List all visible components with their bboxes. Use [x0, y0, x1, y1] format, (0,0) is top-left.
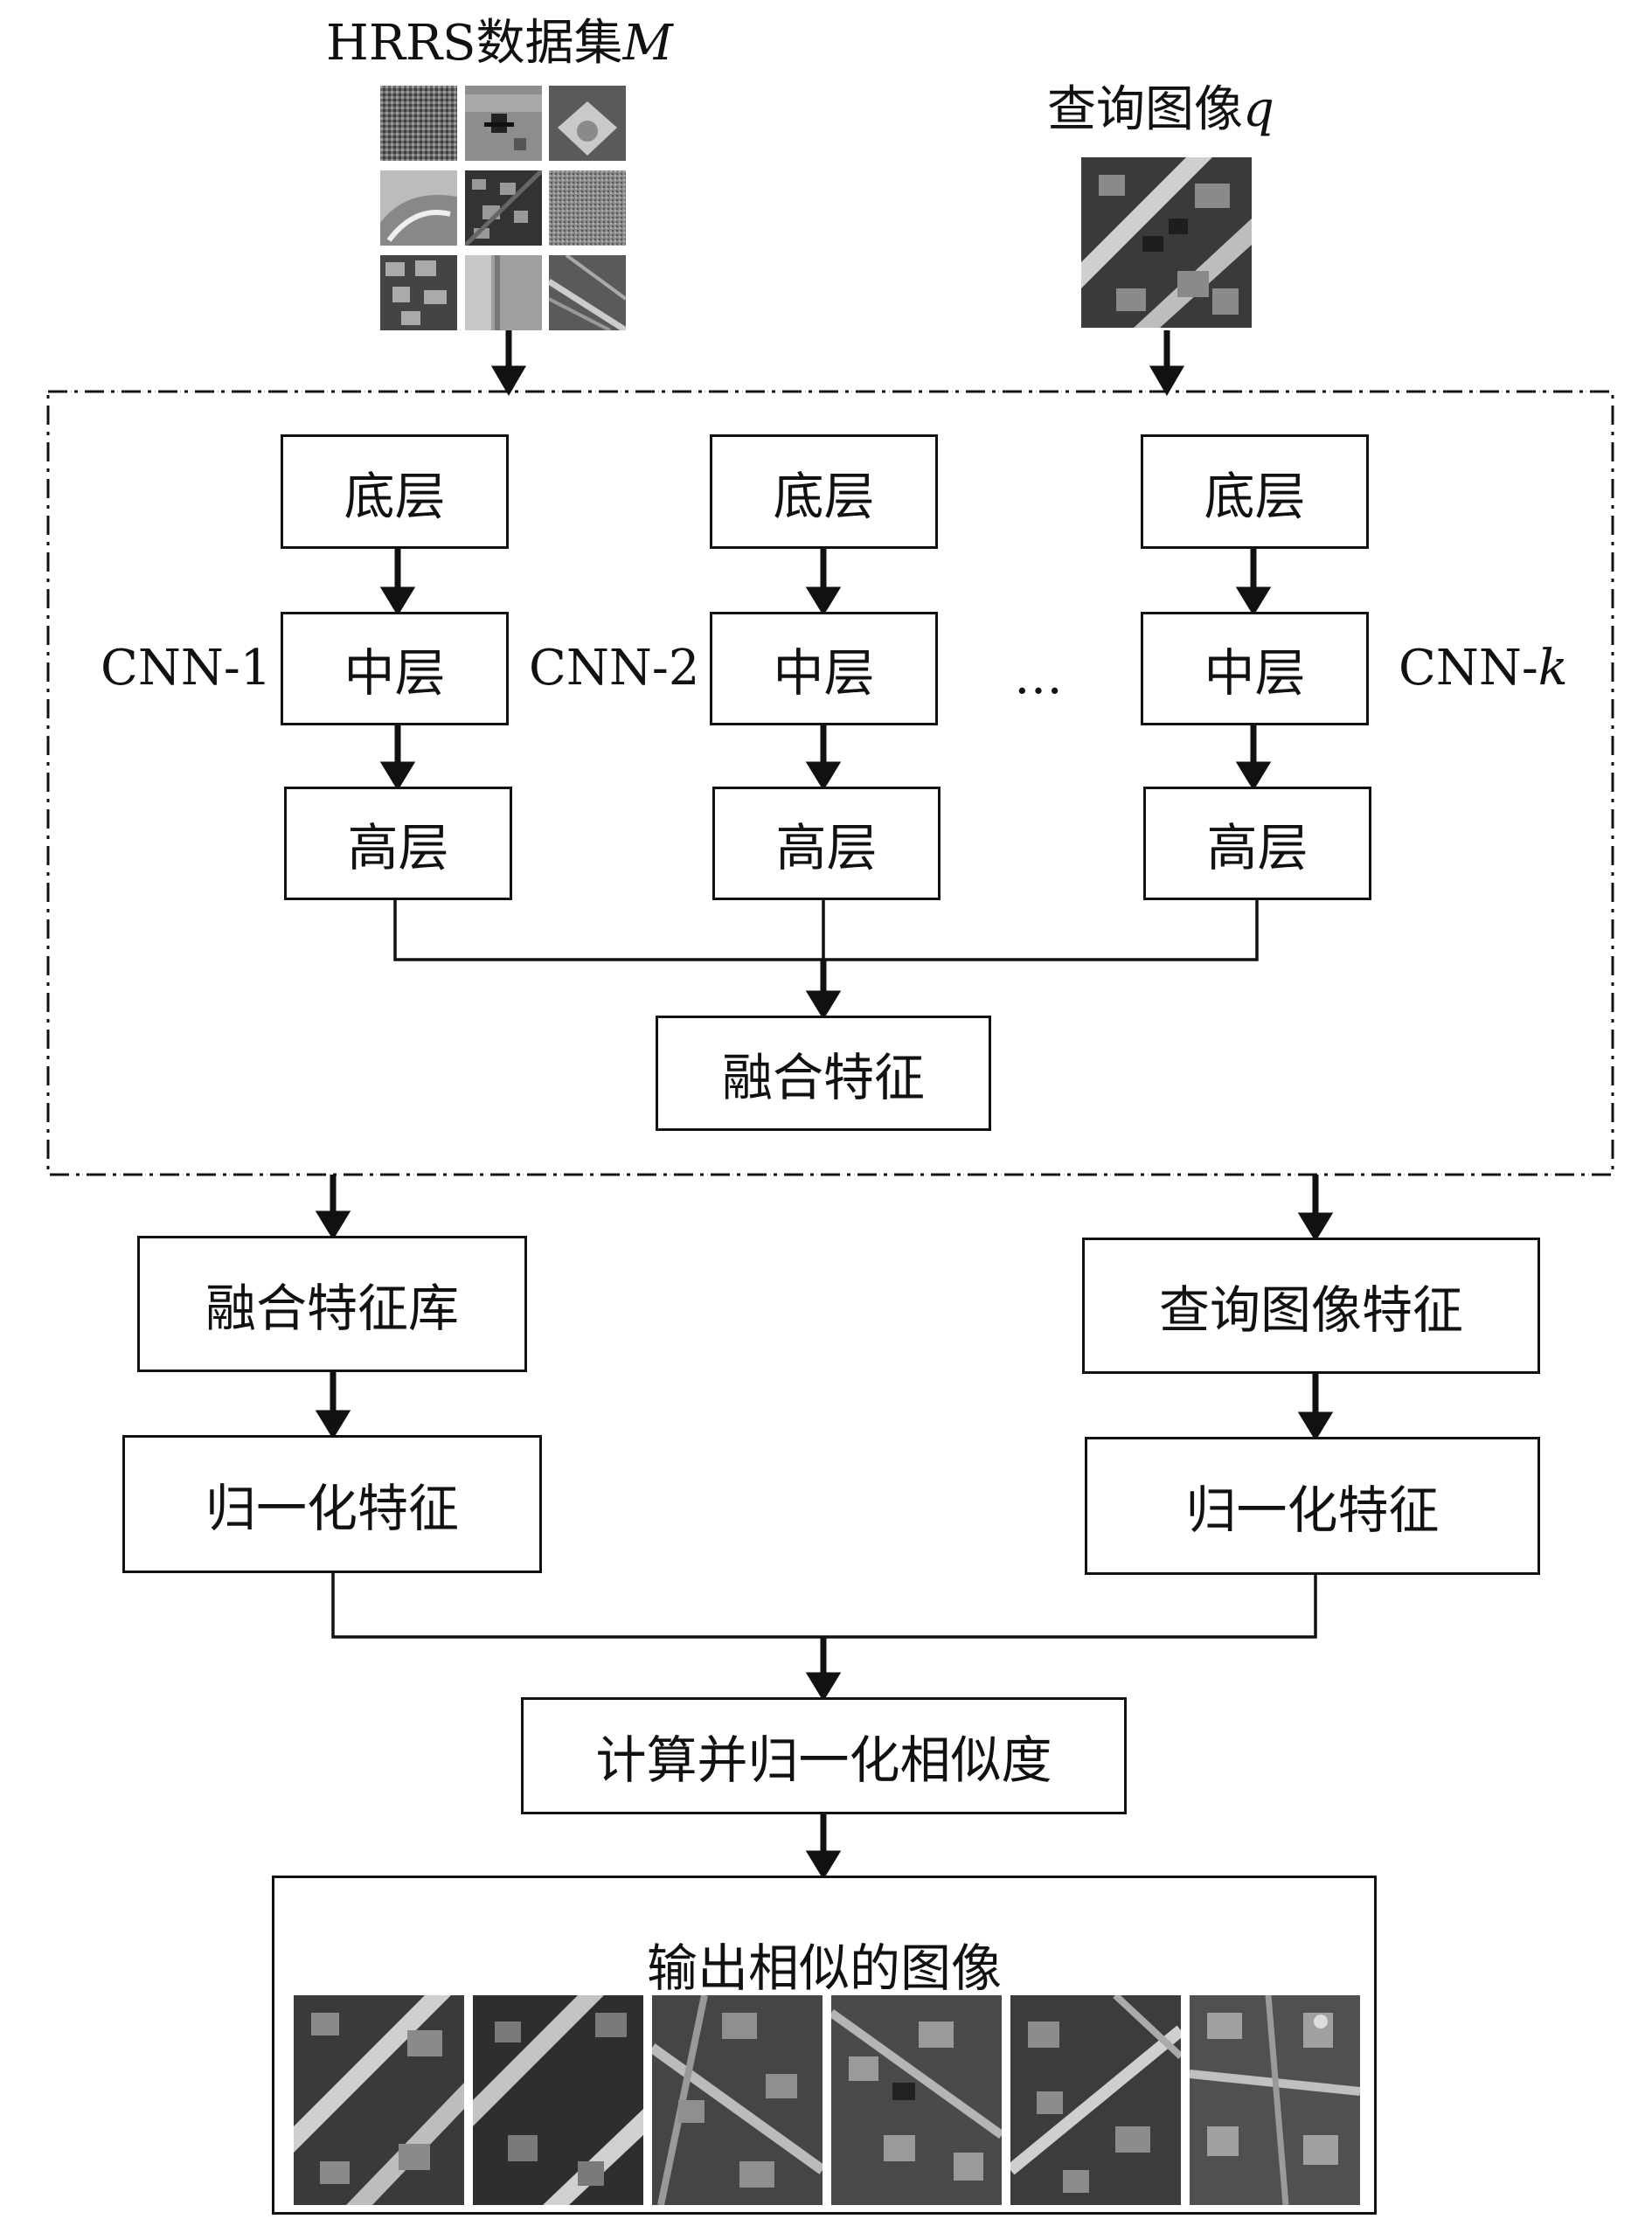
cnn2-mid-layer: 中层	[710, 612, 938, 725]
cnn1-high-layer: 高层	[284, 787, 512, 900]
cnnk-low-layer: 底层	[1141, 434, 1369, 549]
output-image	[831, 1995, 1002, 2205]
cnnk-label-prefix: CNN-	[1399, 640, 1538, 697]
output-image	[473, 1995, 643, 2205]
dataset-title-text: HRRS数据集	[326, 15, 623, 72]
cnnk-label-var: k	[1537, 640, 1568, 697]
fusion-feature-box: 融合特征	[656, 1016, 991, 1131]
cnn1-low-layer: 底层	[281, 434, 509, 549]
left-normalized-feature-box: 归一化特征	[122, 1435, 542, 1573]
dataset-title-var: M	[622, 15, 673, 72]
cnn1-label: CNN-1	[101, 640, 272, 697]
dataset-thumbnail	[380, 86, 457, 161]
output-image	[1010, 1995, 1181, 2205]
query-image	[1081, 157, 1252, 328]
dataset-thumbnail	[465, 255, 542, 330]
cnn2-low-layer: 底层	[710, 434, 938, 549]
fusion-feature-library-box: 融合特征库	[137, 1236, 527, 1372]
query-title-text: 查询图像	[1047, 81, 1243, 138]
output-title: 输出相似的图像	[646, 1938, 1002, 1998]
dataset-thumbnail	[549, 170, 626, 246]
query-title-var: q	[1243, 81, 1274, 138]
dataset-thumbnail	[549, 86, 626, 161]
dataset-thumbnail	[465, 86, 542, 161]
cnnk-mid-layer: 中层	[1141, 612, 1369, 725]
dataset-thumbnail	[549, 255, 626, 330]
cnn2-label: CNN-2	[529, 640, 700, 697]
dataset-thumbnail	[380, 170, 457, 246]
query-image-feature-box: 查询图像特征	[1082, 1238, 1540, 1374]
ellipsis: …	[1014, 648, 1063, 705]
cnn1-mid-layer: 中层	[281, 612, 509, 725]
right-normalized-feature-box: 归一化特征	[1085, 1437, 1540, 1575]
output-image	[652, 1995, 823, 2205]
output-image	[1190, 1995, 1360, 2205]
dataset-title: HRRS数据集M	[326, 3, 673, 74]
similarity-box: 计算并归一化相似度	[521, 1697, 1127, 1814]
output-image	[294, 1995, 464, 2205]
cnn2-high-layer: 高层	[712, 787, 941, 900]
dataset-thumbnail	[380, 255, 457, 330]
cnnk-label: CNN-k	[1399, 640, 1568, 697]
cnnk-high-layer: 高层	[1143, 787, 1371, 900]
dataset-thumbnail	[465, 170, 542, 246]
query-title: 查询图像q	[1047, 70, 1274, 141]
cnn-container-border	[46, 390, 1614, 1176]
